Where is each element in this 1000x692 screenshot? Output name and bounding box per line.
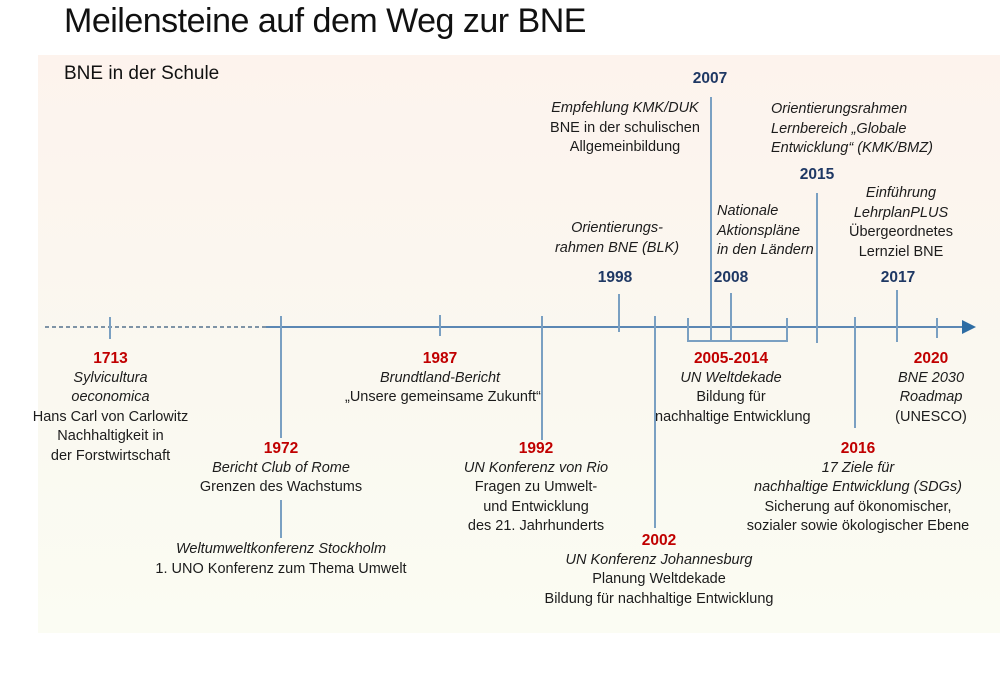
connector-2015 [816, 193, 818, 343]
event-stockholm: Weltumweltkonferenz Stockholm 1. UNO Kon… [136, 540, 426, 579]
event-line: Grenzen des Wachstums [199, 479, 363, 495]
event-line: „Unsere gemeinsame Zukunft“ [345, 389, 541, 405]
connector-1998 [618, 294, 620, 332]
event-1992: 1992 UN Konferenz von Rio Fragen zu Umwe… [446, 439, 626, 537]
event-2008-text: Nationale Aktionspläne in den Ländern [717, 202, 837, 261]
event-line: oeconomica [71, 389, 150, 405]
event-line: Hans Carl von Carlowitz [32, 408, 189, 425]
event-line: sozialer sowie ökologischer Ebene [746, 518, 970, 534]
connector-1972 [280, 316, 282, 438]
event-2020: 2020 BNE 2030 Roadmap (UNESCO) [878, 349, 984, 427]
event-line: Allgemeinbildung [569, 139, 681, 155]
year-2015: 2015 [799, 166, 835, 183]
event-line: nachhaltige Entwicklung (SDGs) [754, 479, 962, 495]
event-1713: 1713 Sylvicultura oeconomica Hans Carl v… [28, 349, 193, 466]
event-line: Lernbereich „Globale [771, 120, 907, 137]
slide-subtitle: BNE in der Schule [64, 63, 220, 84]
bracket-2005-2014 [687, 340, 788, 342]
event-line: und Entwicklung [483, 498, 589, 515]
event-line: Einführung [865, 185, 937, 201]
event-line: in den Ländern [717, 242, 814, 258]
event-1972: 1972 Bericht Club of Rome Grenzen des Wa… [183, 439, 379, 498]
event-line: LehrplanPLUS [853, 204, 949, 221]
event-line: Empfehlung KMK/DUK [551, 100, 699, 116]
year-1998: 1998 [597, 269, 633, 286]
connector-2017 [896, 290, 898, 342]
bracket-left-2005-2014 [687, 318, 689, 341]
event-2016: 2016 17 Ziele für nachhaltige Entwicklun… [735, 439, 981, 537]
page-title: Meilensteine auf dem Weg zur BNE [64, 2, 586, 40]
event-2015-text: Orientierungsrahmen Lernbereich „Globale… [771, 100, 981, 159]
event-line: 1. UNO Konferenz zum Thema Umwelt [155, 560, 407, 577]
event-line: Entwicklung“ (KMK/BMZ) [771, 140, 933, 156]
tick-1713 [109, 317, 111, 339]
event-line: Lernziel BNE [858, 243, 944, 260]
event-line: nachhaltige Entwicklung [655, 408, 811, 425]
event-line: Sylvicultura [73, 369, 148, 386]
event-line: UN Weltdekade [680, 369, 782, 386]
event-1987: 1987 Brundtland-Bericht „Unsere gemeinsa… [345, 349, 541, 408]
connector-2002 [654, 316, 656, 528]
event-line: (UNESCO) [895, 408, 967, 425]
event-line: der Forstwirtschaft [50, 447, 171, 464]
event-2007-text: Empfehlung KMK/DUK BNE in der schulische… [540, 99, 710, 158]
event-line: Sicherung auf ökonomischer, [764, 498, 952, 515]
event-line: Roadmap [899, 389, 963, 405]
event-line: Orientierungs- [571, 220, 663, 236]
event-line: BNE 2030 [897, 369, 965, 386]
year-2016: 2016 [840, 440, 876, 457]
event-line: UN Konferenz Johannesburg [565, 551, 753, 568]
timeline-axis [266, 326, 964, 328]
event-2005-2014: 2005-2014 UN Weltdekade Bildung für nach… [655, 349, 811, 427]
event-line: Weltumweltkonferenz Stockholm [175, 541, 387, 557]
event-line: Bildung für nachhaltige Entwicklung [544, 590, 774, 607]
year-2017: 2017 [880, 269, 916, 286]
year-2002: 2002 [641, 532, 677, 549]
connector-2007 [710, 97, 712, 341]
connector-2016 [854, 317, 856, 428]
event-line: Fragen zu Umwelt- [474, 479, 598, 495]
event-line: BNE in der schulischen [550, 119, 700, 136]
connector-stockholm [280, 500, 282, 538]
event-line: des 21. Jahrhunderts [467, 518, 605, 534]
year-1992: 1992 [518, 440, 554, 457]
year-1972: 1972 [263, 440, 299, 457]
connector-2008 [730, 293, 732, 341]
year-2007: 2007 [692, 70, 728, 87]
year-2005-2014: 2005-2014 [693, 350, 769, 367]
timeline-dashed-segment [45, 326, 267, 328]
event-line: 17 Ziele für [821, 459, 895, 476]
event-line: Aktionspläne [717, 222, 801, 239]
event-line: Übergeordnetes [849, 224, 953, 240]
event-line: Bericht Club of Rome [212, 459, 350, 476]
year-2008: 2008 [713, 269, 749, 286]
event-1998-text: Orientierungs- rahmen BNE (BLK) [543, 219, 691, 258]
tick-2020 [936, 318, 938, 338]
event-line: Brundtland-Bericht [379, 369, 501, 386]
tick-1987 [439, 315, 441, 336]
year-1713: 1713 [93, 350, 128, 367]
slide-background [38, 55, 1000, 633]
event-line: Nationale [717, 203, 779, 219]
event-line: Nachhaltigkeit in [57, 428, 164, 444]
bracket-right-2005-2014 [786, 318, 788, 341]
event-line: rahmen BNE (BLK) [554, 239, 680, 256]
timeline-arrowhead-icon [962, 320, 976, 334]
event-line: UN Konferenz von Rio [463, 459, 609, 476]
event-2017-text: Einführung LehrplanPLUS Übergeordnetes L… [830, 184, 972, 262]
connector-1992 [541, 316, 543, 440]
event-line: Planung Weltdekade [592, 571, 726, 587]
year-1987: 1987 [422, 350, 458, 367]
event-2002: 2002 UN Konferenz Johannesburg Planung W… [538, 531, 780, 609]
event-line: Orientierungsrahmen [771, 101, 908, 117]
event-line: Bildung für [696, 389, 766, 405]
year-2020: 2020 [913, 350, 949, 367]
